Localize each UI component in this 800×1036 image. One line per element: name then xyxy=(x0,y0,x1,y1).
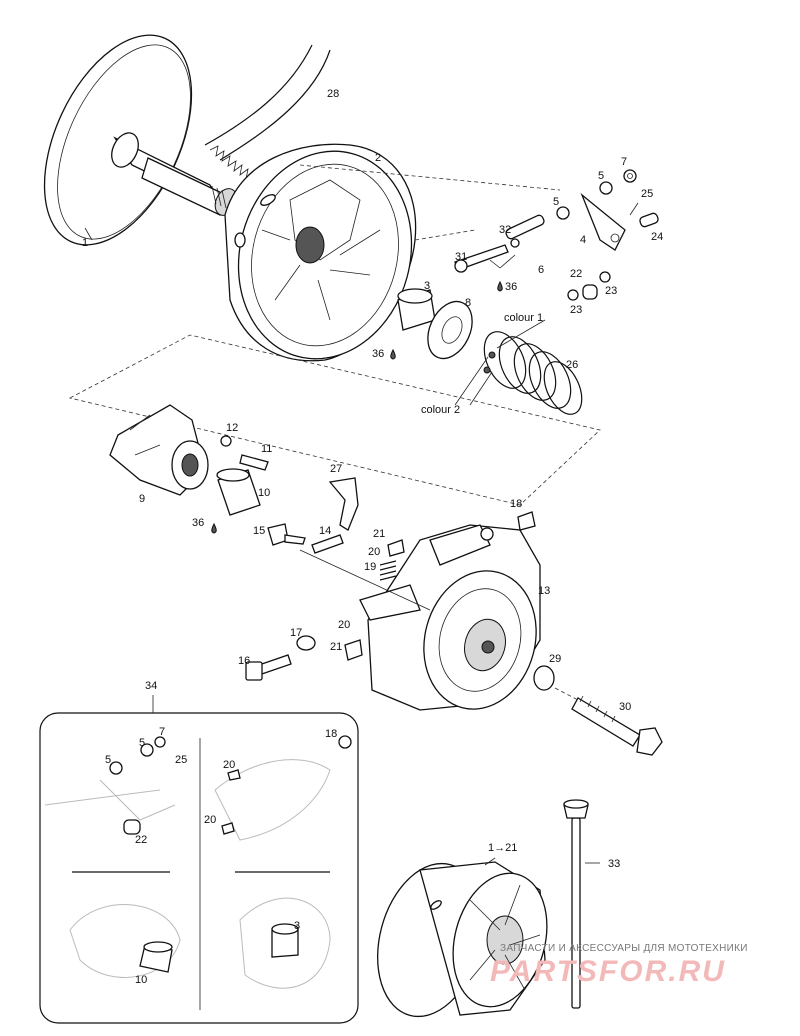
label-31: 31 xyxy=(455,251,467,263)
label-27: 27 xyxy=(330,463,342,475)
label-20a: 20 xyxy=(368,546,380,558)
label-1: 1 xyxy=(82,237,88,249)
label-28: 28 xyxy=(327,88,339,100)
screw-16-washer-17 xyxy=(245,635,316,681)
bolt-30 xyxy=(571,695,663,756)
label-26: 26 xyxy=(566,359,578,371)
watermark-text: ЗАПЧАСТИ И АКСЕССУАРЫ ДЛЯ МОТОТЕХНИКИ xyxy=(500,943,748,954)
lever-pin-screw xyxy=(267,477,359,554)
label-23b: 23 xyxy=(570,304,582,316)
spider-assembly xyxy=(109,404,269,516)
label-5a: 5 xyxy=(598,170,604,182)
label-20c: 20 xyxy=(223,759,235,771)
label-18b: 18 xyxy=(325,728,337,740)
movable-sheave-part xyxy=(224,143,417,362)
label-21b: 21 xyxy=(330,641,342,653)
label-1-to-21: 1→21 xyxy=(488,842,517,854)
label-17: 17 xyxy=(290,627,302,639)
label-32: 32 xyxy=(499,224,511,236)
label-22b: 22 xyxy=(135,834,147,846)
label-16: 16 xyxy=(238,655,250,667)
label-5d: 5 xyxy=(105,754,111,766)
inset-box-34 xyxy=(39,695,359,1024)
label-7b: 7 xyxy=(159,726,165,738)
label-2: 2 xyxy=(375,152,381,164)
label-15: 15 xyxy=(253,525,265,537)
label-8: 8 xyxy=(465,297,471,309)
label-25b: 25 xyxy=(175,754,187,766)
label-11: 11 xyxy=(261,443,272,455)
label-36c: 36 xyxy=(192,517,204,529)
label-25a: 25 xyxy=(641,188,653,200)
spider-housing xyxy=(344,511,555,711)
label-14: 14 xyxy=(319,525,331,537)
label-6: 6 xyxy=(538,264,544,276)
label-9: 9 xyxy=(139,493,145,505)
drive-pulley-assembly xyxy=(377,861,548,1018)
label-22a: 22 xyxy=(570,268,582,280)
watermark-logo: PARTSFOR.RU xyxy=(490,955,726,988)
part-labels: 1 28 2 5 7 25 32 5 4 24 31 6 36 22 23 23… xyxy=(82,88,663,986)
label-colour-2: colour 2 xyxy=(421,404,460,416)
label-33: 33 xyxy=(608,858,620,870)
label-3b: 3 xyxy=(294,920,300,932)
label-36a: 36 xyxy=(505,281,517,293)
label-13: 13 xyxy=(538,585,550,597)
label-19: 19 xyxy=(364,561,376,573)
label-5c: 5 xyxy=(139,737,145,749)
fixed-sheave-part xyxy=(43,34,238,246)
long-bolt-33 xyxy=(563,799,589,1009)
label-4: 4 xyxy=(580,234,586,246)
label-20b: 20 xyxy=(338,619,350,631)
label-23a: 23 xyxy=(605,285,617,297)
label-30: 30 xyxy=(619,701,631,713)
label-7a: 7 xyxy=(621,156,627,168)
label-21a: 21 xyxy=(373,528,385,540)
label-36b: 36 xyxy=(372,348,384,360)
label-3a: 3 xyxy=(424,280,430,292)
label-10a: 10 xyxy=(258,487,270,499)
small-hardware-top xyxy=(454,169,659,301)
label-5b: 5 xyxy=(553,196,559,208)
label-24: 24 xyxy=(651,231,663,243)
label-34: 34 xyxy=(145,680,157,692)
bushing-washer-spring xyxy=(397,288,583,415)
label-colour-1: colour 1 xyxy=(504,312,543,324)
label-20d: 20 xyxy=(204,814,216,826)
label-29: 29 xyxy=(549,653,561,665)
label-10b: 10 xyxy=(135,974,147,986)
label-12: 12 xyxy=(226,422,238,434)
label-18a: 18 xyxy=(510,498,522,510)
